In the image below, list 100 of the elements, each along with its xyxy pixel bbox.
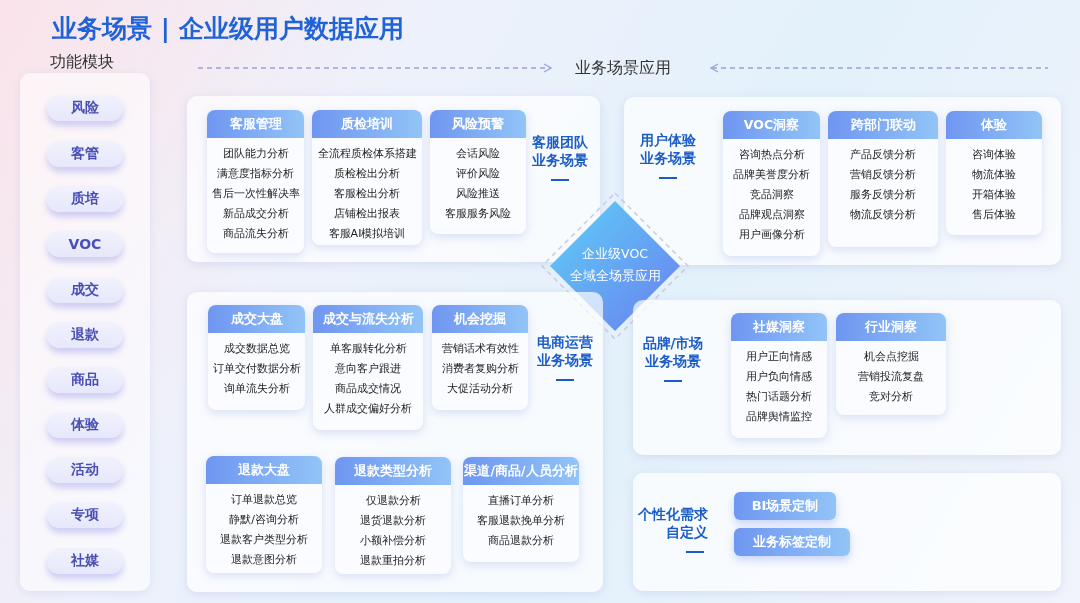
list-item: 全流程质检体系搭建 — [317, 146, 417, 162]
list-item: 机会点挖掘 — [863, 349, 919, 365]
list-item: 会话风险 — [456, 146, 500, 162]
module-tag: 成交 — [47, 277, 123, 303]
scenario-panel — [633, 300, 1061, 455]
list-item: 退款客户类型分析 — [220, 532, 308, 548]
list-item: 客服服务风险 — [445, 206, 511, 222]
list-item: 静默/咨询分析 — [229, 512, 299, 528]
scenario-panel — [633, 473, 1061, 591]
list-item: 店铺检出报表 — [334, 206, 400, 222]
list-item: 质检检出分析 — [334, 166, 400, 182]
list-item: 订单退款总览 — [231, 492, 297, 508]
card-header: 体验 — [946, 111, 1042, 139]
list-item: 成交数据总览 — [223, 341, 290, 357]
card-header: 跨部门联动 — [828, 111, 938, 139]
module-tag: VOC — [47, 231, 123, 257]
list-item: 意向客户跟进 — [335, 361, 401, 377]
scenario-panel — [187, 292, 603, 592]
list-item: 新品成交分析 — [222, 206, 289, 222]
list-item: 用户正向情感 — [746, 349, 812, 365]
card-header: 渠道/商品/人员分析 — [463, 457, 579, 485]
module-tag: 活动 — [47, 457, 123, 483]
list-item: 评价风险 — [456, 166, 500, 182]
list-item: 仅退款分析 — [365, 493, 421, 509]
list-item: 营销反馈分析 — [850, 167, 916, 183]
card-header: 退款类型分析 — [335, 457, 451, 485]
scenario-card — [946, 111, 1042, 235]
module-tag: 专项 — [47, 502, 123, 528]
list-item: 产品反馈分析 — [850, 147, 916, 163]
list-item: 品牌舆情监控 — [746, 409, 812, 425]
module-tag: 风险 — [47, 95, 123, 121]
card-header: 社媒洞察 — [731, 313, 827, 341]
list-item: 品牌美誉度分析 — [733, 167, 810, 183]
card-header: 行业洞察 — [836, 313, 946, 341]
scenario-card — [207, 110, 304, 253]
scenario-card — [313, 305, 423, 430]
list-item: 商品成交情况 — [335, 381, 401, 397]
center-title: 全域全场景应用 — [569, 267, 661, 285]
list-item: 商品流失分析 — [222, 226, 289, 242]
list-item: 大促活动分析 — [447, 381, 513, 397]
list-item: 客服检出分析 — [334, 186, 400, 202]
module-tag: 社媒 — [47, 548, 123, 574]
list-item: 团队能力分析 — [222, 146, 289, 162]
module-tag: 质培 — [47, 186, 123, 212]
list-item: 服务反馈分析 — [850, 187, 916, 203]
list-item: 风险推送 — [456, 186, 500, 202]
list-item: 热门话题分析 — [746, 389, 812, 405]
list-item: 物流体验 — [972, 167, 1016, 183]
tag-pill: 业务标签定制 — [734, 528, 850, 556]
list-item: 开箱体验 — [972, 187, 1016, 203]
list-item: 营销话术有效性 — [441, 341, 519, 357]
list-item: 询单流失分析 — [223, 381, 290, 397]
list-item: 退货退款分析 — [360, 513, 426, 529]
module-tag: 退款 — [47, 322, 123, 348]
card-header: VOC洞察 — [723, 111, 820, 139]
list-item: 物流反馈分析 — [850, 207, 916, 223]
tag-pill: BI场景定制 — [734, 492, 836, 520]
scenario-card — [335, 457, 451, 574]
list-item: 订单交付数据分析 — [212, 361, 301, 377]
section-heading: 功能模块 — [50, 52, 114, 73]
section-heading: 业务场景应用 — [575, 58, 671, 79]
list-item: 直播订单分析 — [488, 493, 554, 509]
list-item: 人群成交偏好分析 — [324, 401, 412, 417]
module-tag: 体验 — [47, 412, 123, 438]
list-item: 客服AI模拟培训 — [328, 226, 406, 242]
module-tag: 商品 — [47, 367, 123, 393]
list-item: 小额补偿分析 — [360, 533, 426, 549]
panel-title: 个性化需求自定义 — [636, 505, 708, 553]
card-header: 退款大盘 — [206, 456, 322, 484]
panel-title: 客服团队业务场景 — [530, 133, 590, 191]
list-item: 客服退款挽单分析 — [477, 513, 565, 529]
scenario-card — [430, 110, 526, 234]
card-header: 风险预警 — [430, 110, 526, 138]
list-item: 用户负向情感 — [746, 369, 812, 385]
page-title: 业务场景 | 企业级用户数据应用 — [52, 13, 404, 45]
module-tag: 客管 — [47, 141, 123, 167]
scenario-card — [208, 305, 305, 410]
list-item: 退款重拍分析 — [360, 553, 426, 569]
list-item: 咨询体验 — [972, 147, 1016, 163]
list-item: 竞品洞察 — [749, 187, 794, 203]
list-item: 商品退款分析 — [488, 533, 554, 549]
list-item: 售后一次性解决率 — [211, 186, 300, 202]
list-item: 营销投流复盘 — [858, 369, 924, 385]
scenario-card — [463, 457, 579, 562]
card-header: 机会挖掘 — [432, 305, 528, 333]
scenario-card — [731, 313, 827, 438]
list-item: 咨询热点分析 — [738, 147, 805, 163]
scenario-card — [206, 456, 322, 573]
scenario-card — [723, 111, 820, 256]
card-header: 质检培训 — [312, 110, 422, 138]
scenario-card — [312, 110, 422, 245]
list-item: 满意度指标分析 — [217, 166, 294, 182]
scenario-card — [432, 305, 528, 410]
card-header: 成交大盘 — [208, 305, 305, 333]
list-item: 竞对分析 — [869, 389, 913, 405]
list-item: 用户画像分析 — [738, 227, 805, 243]
list-item: 退款意图分析 — [231, 552, 297, 568]
panel-title: 电商运营业务场景 — [535, 333, 595, 391]
panel-title: 用户体验业务场景 — [638, 131, 698, 189]
center-title: 企业级VOC — [582, 245, 648, 263]
